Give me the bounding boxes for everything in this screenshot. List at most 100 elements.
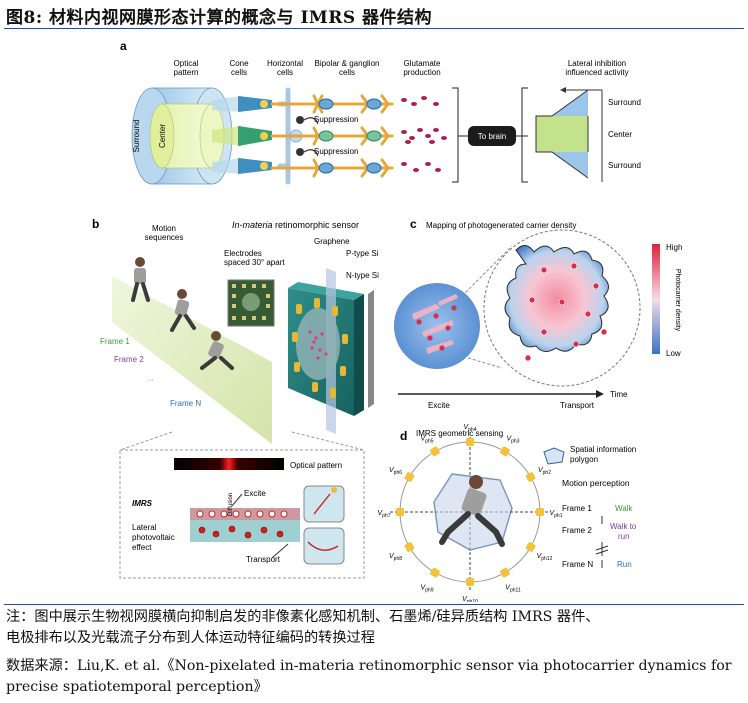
- zoom-line: [467, 357, 503, 369]
- vph-label: Vph9: [420, 584, 433, 593]
- electrodes-label: Electrodes: [224, 249, 262, 258]
- vph-label: Vph10: [462, 596, 478, 602]
- n-type-label: N-type Si: [346, 271, 379, 280]
- vph-label: Vph1: [549, 510, 562, 519]
- bottom-rule: [4, 604, 744, 605]
- graphene-label: Graphene: [314, 237, 350, 246]
- surround-label: Surround: [132, 120, 141, 153]
- electrode-marker: [525, 542, 536, 552]
- frame-1-label: Frame 1: [100, 337, 130, 346]
- panel-d-title: IMRS geometric sensing: [416, 429, 503, 438]
- runner-frame-2: [170, 289, 196, 332]
- suppression-label-1: Suppression: [314, 115, 358, 124]
- panel-d-label: d: [400, 429, 407, 443]
- motion-perception-label: Motion perception: [562, 478, 630, 488]
- header-horizontal-cells: Horizontal: [267, 59, 303, 68]
- header-cone-cells: Cone: [229, 59, 249, 68]
- imrs-inset: Optical pattern IMRS Lateral photovoltai…: [119, 431, 365, 579]
- header-bipolar-cells-2: cells: [339, 68, 355, 77]
- light-beam: [212, 158, 242, 174]
- frame-2-label: Frame 2: [114, 355, 144, 364]
- activity-profile: Surround Center Surround: [535, 87, 641, 182]
- runner-frame-1: [131, 257, 150, 302]
- panel-a-label: a: [120, 39, 127, 53]
- electrode-marker: [500, 567, 510, 578]
- source-line-2: precise spatiotemporal perception》: [6, 679, 268, 695]
- to-brain-box: [468, 126, 516, 146]
- row-break: [595, 545, 609, 555]
- vph-label: Vph7: [377, 510, 390, 519]
- transport-carriers: [524, 262, 608, 362]
- p-type-label: P-type Si: [346, 249, 379, 258]
- activity-surround-top: Surround: [608, 98, 641, 107]
- header-optical-pattern: Optical: [174, 59, 199, 68]
- row-action-walk-to-run: Walk to: [610, 522, 637, 531]
- cell-bodies: [318, 98, 382, 174]
- excite-axis-label: Excite: [428, 401, 450, 410]
- electrode-marker: [500, 446, 510, 457]
- cone-cells: [238, 96, 272, 174]
- panel-c-label: c: [410, 217, 417, 231]
- electrode-marker: [396, 508, 404, 516]
- panel-c: c Mapping of photogenerated carrier dens…: [394, 217, 682, 410]
- electrode-marker: [525, 472, 536, 482]
- panel-b: b Motion sequences In-materia retinomorp…: [92, 217, 379, 579]
- optical-pattern-label: Optical pattern: [290, 461, 342, 470]
- row-frame-1: Frame 1: [562, 504, 592, 513]
- to-brain-label: To brain: [478, 132, 506, 141]
- optical-pattern-cylinder: Surround Center: [131, 87, 233, 185]
- vph-label: Vph4: [463, 424, 476, 433]
- colorbar-label: Photocarrier density: [674, 269, 681, 332]
- suppression-arrows: Suppression Suppression: [296, 115, 358, 157]
- motion-ramp: [112, 276, 272, 444]
- header-horizontal-cells-2: cells: [277, 68, 293, 77]
- lateral-pv-label-2: photovoltaic: [132, 533, 175, 542]
- lateral-pv-label: Lateral: [132, 523, 157, 532]
- runner-frame-n: [200, 331, 234, 370]
- ellipsis: • • •: [148, 378, 153, 382]
- imrs-label: IMRS: [132, 499, 153, 508]
- diffusion-label: Diffusion: [228, 493, 234, 516]
- runner-figures: [131, 257, 234, 370]
- bracket: [452, 87, 459, 183]
- motion-sequences-label-2: sequences: [145, 233, 184, 242]
- light-beam: [212, 126, 242, 146]
- activity-center: Center: [608, 130, 632, 139]
- header-cone-cells-2: cells: [231, 68, 247, 77]
- vph-label: Vph12: [537, 553, 553, 562]
- panel-c-title: Mapping of photogenerated carrier densit…: [426, 221, 576, 230]
- runner-in-ring: [439, 475, 505, 547]
- lateral-pv-label-3: effect: [132, 543, 152, 552]
- legend-label-2: polygon: [570, 455, 598, 464]
- electrode-marker: [466, 438, 474, 446]
- header-glutamate-2: production: [403, 68, 440, 77]
- electrode-center: [242, 293, 260, 311]
- legend-label: Spatial information: [570, 445, 636, 454]
- vph-label: Vph2: [538, 467, 551, 476]
- bracket: [521, 87, 528, 183]
- row-action-walk: Walk: [615, 504, 633, 513]
- optical-pattern-bar: [174, 458, 284, 470]
- excite-carriers: [416, 305, 457, 351]
- center-label: Center: [158, 124, 167, 148]
- header-lateral-inhibition-2: influenced activity: [565, 68, 628, 77]
- electrode-marker: [430, 567, 440, 578]
- source-line-1: 数据来源：Liu,K. et al.《Non-pixelated in-mate…: [6, 658, 732, 674]
- activity-surround-bottom: Surround: [608, 161, 641, 170]
- excite-label: Excite: [244, 489, 266, 498]
- panel-a: a Optical pattern Cone cells Horizontal …: [120, 39, 641, 185]
- time-axis-label: Time: [610, 390, 628, 399]
- header-bipolar-cells: Bipolar & ganglion: [315, 59, 380, 68]
- zoom-line: [461, 245, 513, 297]
- top-rule: [4, 28, 744, 29]
- note-line-2: 电极排布以及光载流子分布到人体运动特征编码的转换过程: [6, 630, 375, 646]
- vph-label: Vph11: [505, 584, 521, 593]
- electrode-pads: [232, 284, 270, 320]
- electrode-marker: [404, 472, 415, 482]
- header-optical-pattern-2: pattern: [174, 68, 199, 77]
- figure-canvas: a Optical pattern Cone cells Horizontal …: [92, 39, 682, 602]
- note-line-1: 注：图中展示生物视网膜横向抑制启发的非像素化感知机制、石墨烯/硅异质结构 IMR…: [6, 609, 600, 625]
- motion-sequences-label: Motion: [152, 224, 176, 233]
- vph-label: Vph5: [420, 436, 433, 445]
- suppression-label-2: Suppression: [314, 147, 358, 156]
